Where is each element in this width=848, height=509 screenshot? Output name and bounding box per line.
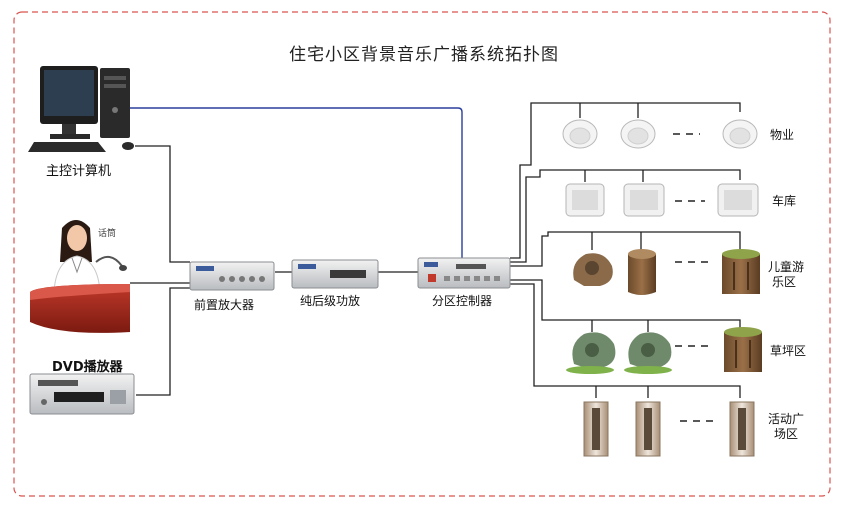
preamp-label: 前置放大器	[194, 298, 255, 312]
zone-label-garage: 车库	[772, 194, 797, 208]
zone-controller-label: 分区控制器	[432, 294, 493, 308]
wire-computer-preamp	[135, 145, 190, 263]
computer-label: 主控计算机	[46, 164, 112, 179]
computer-icon	[28, 66, 134, 152]
wire-zone-lawn	[510, 279, 741, 330]
more-markers	[673, 133, 718, 422]
zone-controller-icon	[417, 257, 511, 289]
mic-caption: 话筒	[98, 229, 117, 239]
announcer-icon	[30, 220, 130, 333]
zone-label-plaza-2: 场区	[774, 427, 799, 441]
preamp-icon	[189, 261, 275, 291]
wire-zone-playground	[510, 231, 741, 267]
column-speaker-icon	[583, 401, 755, 457]
dvd-label: DVD播放器	[52, 360, 123, 375]
zone-label-property: 物业	[770, 128, 795, 142]
wire-dvd-preamp	[136, 287, 190, 396]
amplifier-label: 纯后级功放	[300, 294, 361, 308]
wall-speaker-icon	[565, 183, 759, 217]
diagram-frame	[13, 11, 831, 497]
wire-zone-property	[510, 102, 741, 259]
zone-label-playground-1: 儿童游	[768, 260, 805, 274]
wire-network	[130, 107, 463, 260]
dvd-player-icon	[29, 373, 135, 415]
rock-speaker-icon	[573, 253, 613, 286]
zone-label-lawn: 草坪区	[770, 344, 807, 358]
wire-zone-garage	[510, 169, 741, 263]
ceiling-speaker-icon	[562, 119, 758, 149]
wire-zone-plaza	[510, 283, 741, 398]
lawn-speaker-icon	[566, 327, 762, 374]
diagram-title: 住宅小区背景音乐广播系统拓扑图	[289, 45, 559, 65]
zone-label-plaza-1: 活动广	[768, 412, 805, 426]
wires	[130, 102, 741, 398]
stump-speaker-icon	[628, 249, 760, 295]
amplifier-icon	[291, 259, 379, 289]
zone-label-playground-2: 乐区	[772, 275, 797, 289]
